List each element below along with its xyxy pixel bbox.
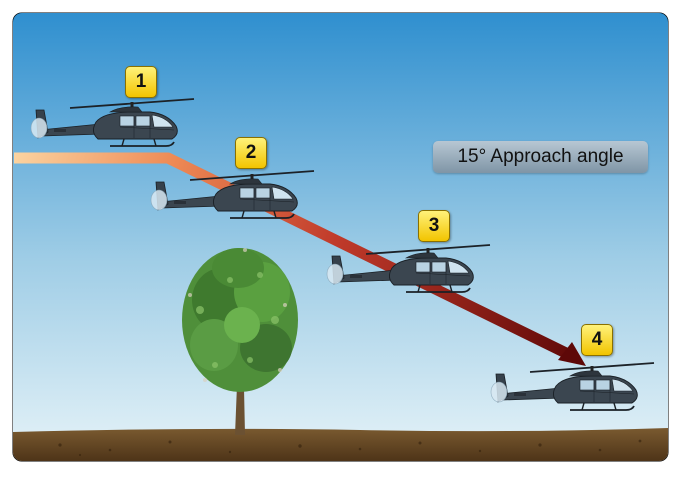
approach-path-arrowhead [558,342,586,366]
position-badge-2: 2 [235,137,267,169]
position-badge-1: 1 [125,66,157,98]
approach-angle-label: 15° Approach angle [433,141,648,173]
approach-path [14,152,573,360]
tree [182,248,298,435]
position-badge-3: 3 [418,210,450,242]
position-badge-4: 4 [581,324,613,356]
ground [13,428,668,461]
